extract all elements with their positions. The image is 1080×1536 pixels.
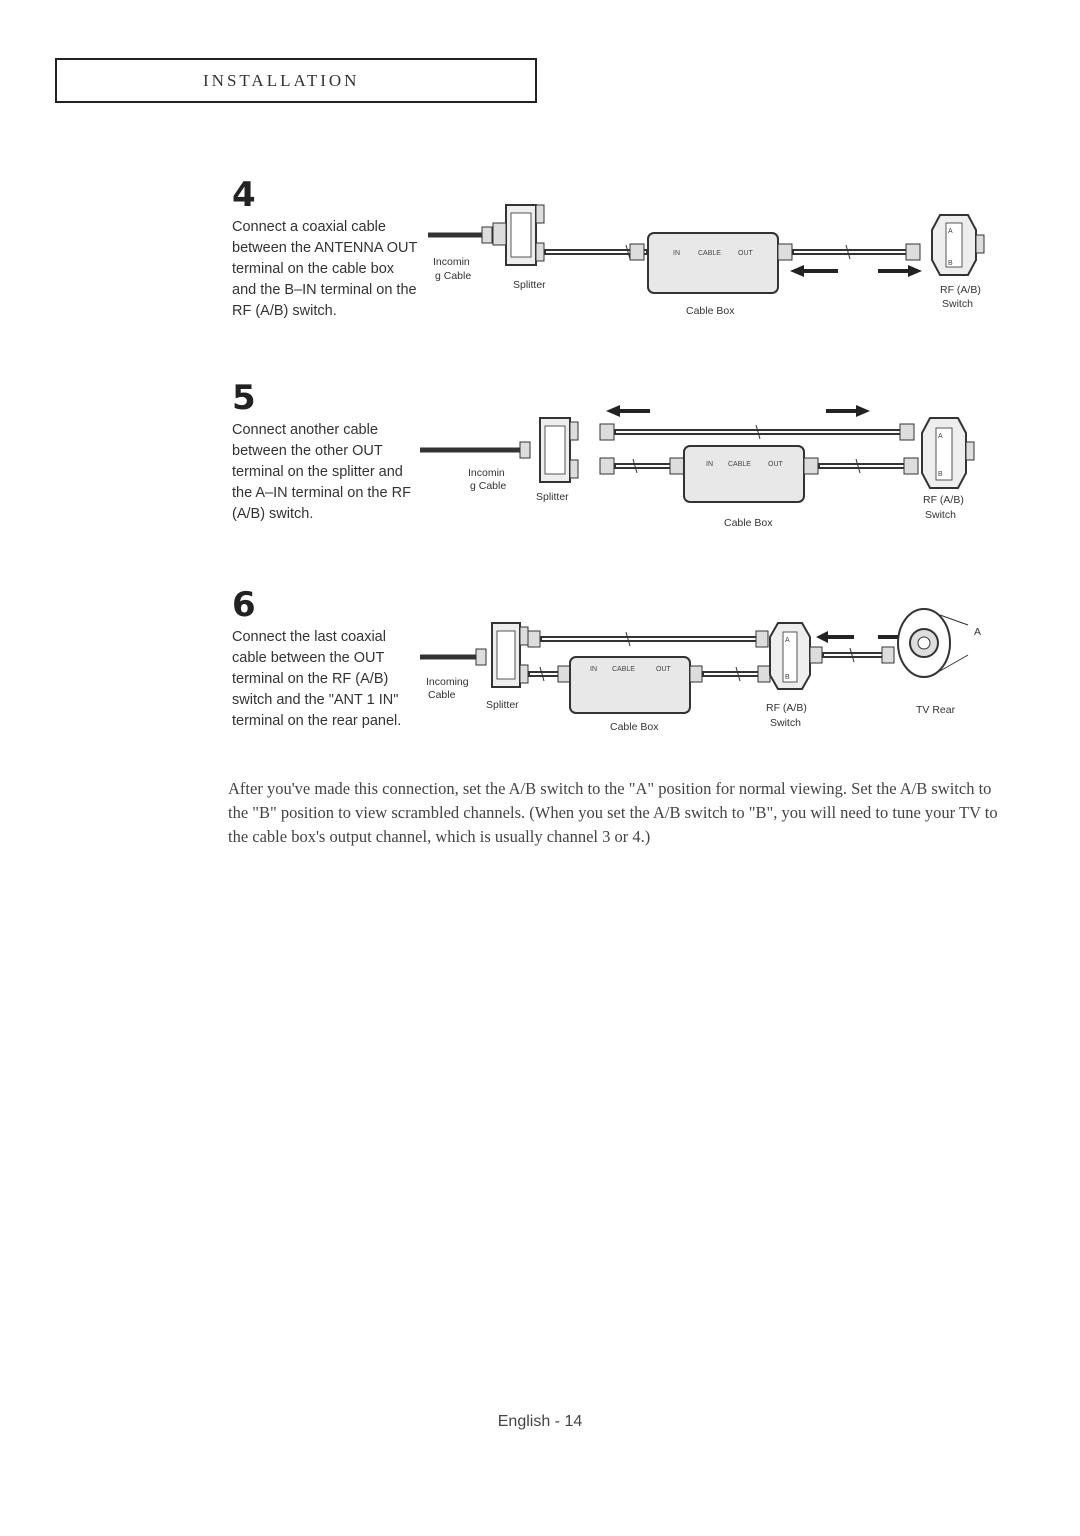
incoming-cable-label-2: g Cable	[470, 480, 506, 492]
box-cable-label: CABLE	[728, 461, 751, 468]
rf-switch-label-2: Switch	[942, 298, 973, 310]
splitter-label: Splitter	[513, 279, 546, 291]
switch-b-label: B	[938, 471, 943, 478]
box-cable-label: CABLE	[698, 250, 721, 257]
incoming-cable-label-1: Incoming	[426, 676, 469, 688]
box-in-label: IN	[706, 461, 713, 468]
rf-switch-label-1: RF (A/B)	[766, 702, 807, 714]
incoming-cable-label-2: Cable	[428, 689, 456, 701]
incoming-cable-label-1: Incomin	[433, 256, 470, 268]
step-6-diagram: IN CABLE OUT A B A Incoming Cable	[420, 608, 981, 733]
step-instruction: Connect the last coaxial cable between t…	[232, 629, 402, 729]
step-5-diagram: IN CABLE OUT A B Incomin g Cable Splitte…	[420, 405, 975, 529]
splitter-label: Splitter	[536, 491, 569, 503]
cable-box-label: Cable Box	[724, 517, 773, 529]
step-instruction: Connect another cable between the other …	[232, 422, 411, 522]
cable-box-label: Cable Box	[610, 721, 659, 733]
incoming-cable-label-1: Incomin	[468, 467, 505, 479]
switch-a-label: A	[785, 637, 790, 644]
box-out-label: OUT	[738, 250, 754, 257]
page-number: English - 14	[497, 1413, 583, 1430]
switch-a-label: A	[938, 433, 943, 440]
box-in-label: IN	[673, 250, 680, 257]
step-6: IN CABLE OUT A B A Incoming Cable	[228, 585, 1008, 757]
box-in-label: IN	[590, 666, 597, 673]
step-number: 5	[232, 378, 256, 418]
step-4-diagram: IN CABLE OUT A B Incomin g Cable Splitte…	[428, 204, 985, 317]
box-out-label: OUT	[768, 461, 784, 468]
rf-switch-label-2: Switch	[770, 717, 801, 729]
box-out-label: OUT	[656, 666, 672, 673]
step-4: IN CABLE OUT A B Incomin g Cable Splitte…	[228, 175, 1008, 347]
cable-box-icon	[647, 232, 779, 294]
step-5: IN CABLE OUT A B Incomin g Cable Splitte…	[228, 378, 1008, 550]
body-paragraph: After you've made this connection, set t…	[228, 779, 998, 846]
tv-rear-label: TV Rear	[916, 704, 956, 716]
box-cable-label: CABLE	[612, 666, 635, 673]
switch-b-label: B	[948, 260, 953, 267]
rf-switch-label-2: Switch	[925, 509, 956, 521]
rf-switch-label-1: RF (A/B)	[940, 284, 981, 296]
cable-box-icon	[683, 445, 805, 503]
step-instruction: Connect a coaxial cable between the ANTE…	[232, 219, 418, 319]
cable-box-icon	[569, 656, 691, 714]
incoming-cable-label-2: g Cable	[435, 270, 471, 282]
section-header-box	[55, 58, 537, 103]
step-number: 6	[232, 585, 256, 625]
section-title: INSTALLATION	[203, 71, 360, 90]
switch-b-label: B	[785, 674, 790, 681]
splitter-label: Splitter	[486, 699, 519, 711]
cable-box-label: Cable Box	[686, 305, 735, 317]
tv-a-label: A	[974, 626, 981, 638]
rf-switch-label-1: RF (A/B)	[923, 494, 964, 506]
switch-a-label: A	[948, 228, 953, 235]
step-number: 4	[232, 175, 256, 215]
